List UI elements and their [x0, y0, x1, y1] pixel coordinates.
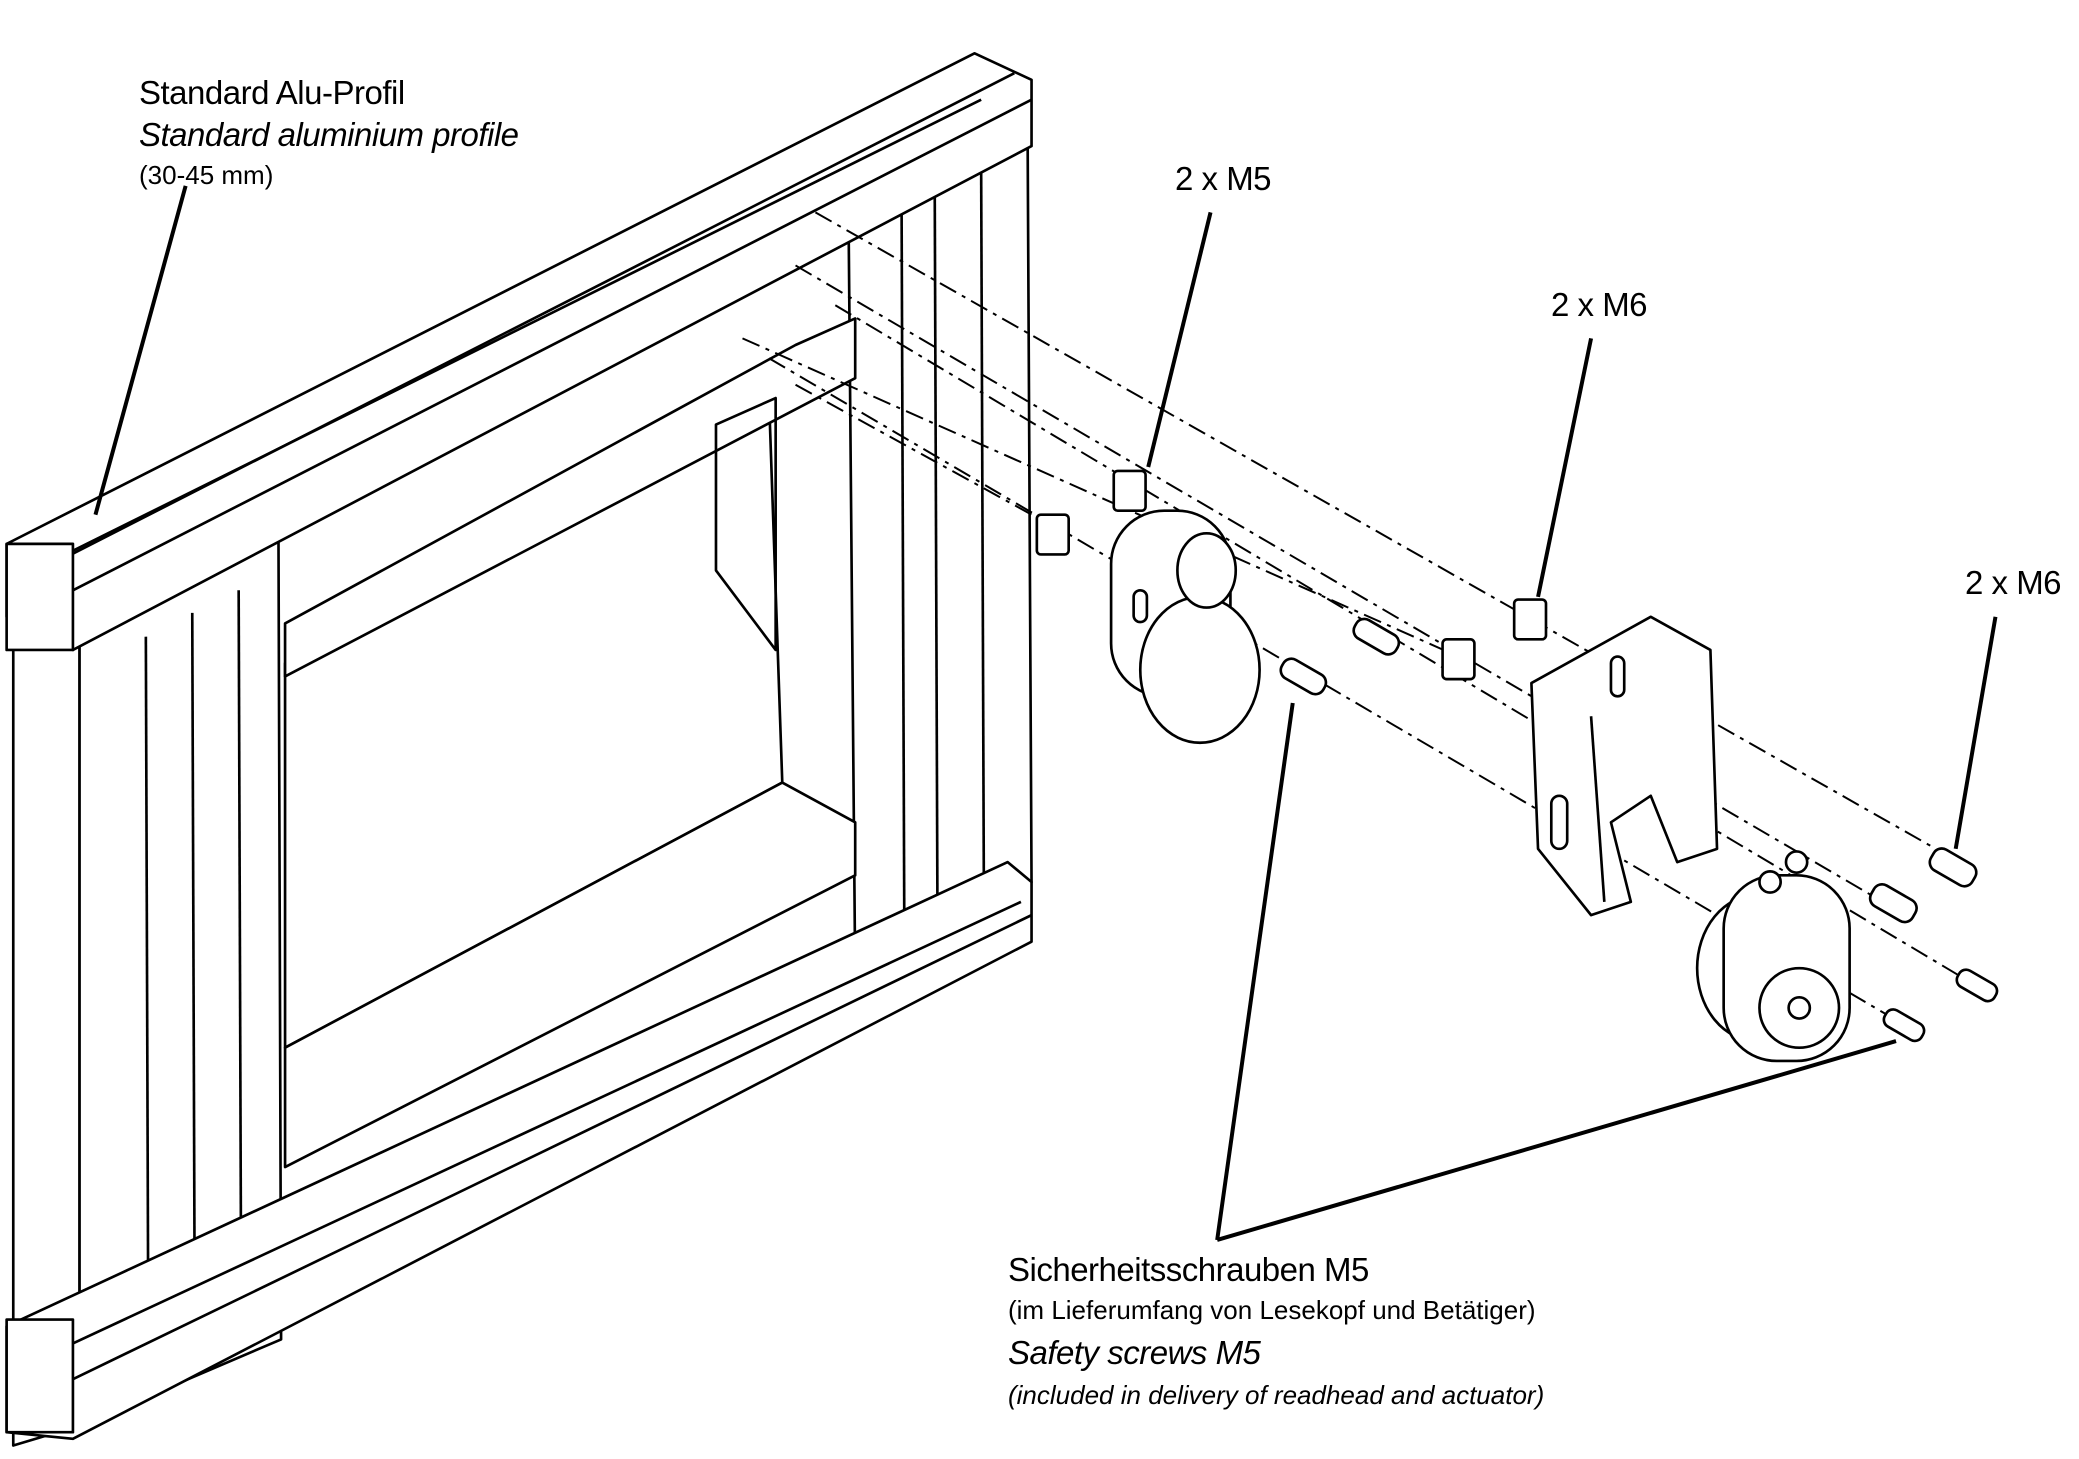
nuts-m6-label: 2 x M6 — [1551, 286, 1648, 323]
aluminium-frame — [5, 51, 1033, 1447]
slot-nuts — [1035, 469, 1548, 681]
screws — [1279, 617, 1999, 1043]
safety-screws-label-en: Safety screws M5 — [1008, 1334, 1261, 1371]
safety-screws-note-en: (included in delivery of readhead and ac… — [1008, 1380, 1545, 1410]
profile-size-label: (30-45 mm) — [139, 160, 274, 190]
screws-m6-label: 2 x M6 — [1965, 564, 2062, 601]
readhead — [1695, 850, 1851, 1063]
leader-lines — [93, 185, 1998, 1242]
mounting-bracket — [1530, 615, 1719, 917]
safety-screws-note-de: (im Lieferumfang von Lesekopf und Betäti… — [1008, 1295, 1536, 1325]
safety-screws-label-de: Sicherheitsschrauben M5 — [1008, 1251, 1369, 1288]
profile-label-en: Standard aluminium profile — [139, 116, 519, 153]
nuts-m5-label: 2 x M5 — [1175, 160, 1272, 197]
actuator — [1109, 509, 1261, 745]
profile-label-de: Standard Alu-Profil — [139, 74, 405, 111]
